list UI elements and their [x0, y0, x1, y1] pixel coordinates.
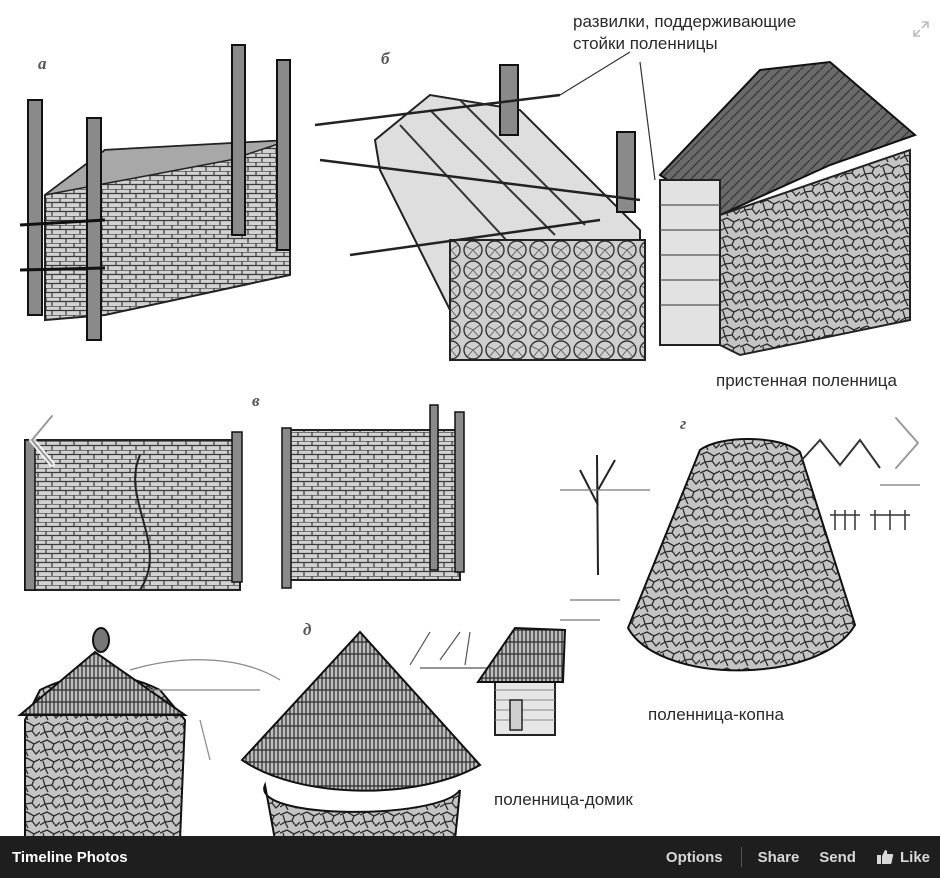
label-wall-woodpile: пристенная поленница [716, 371, 897, 390]
woodpile-a [19, 44, 291, 341]
album-title[interactable]: Timeline Photos [12, 848, 128, 866]
like-button[interactable]: Like [876, 849, 930, 866]
small-house [476, 626, 567, 736]
woodpile-b [314, 51, 656, 362]
woodpile-wall [658, 60, 917, 357]
label-forks-line2: стойки поленницы [573, 34, 718, 53]
figure-letter-b: б [381, 49, 390, 68]
like-label: Like [899, 848, 930, 866]
next-arrow-icon[interactable] [890, 412, 924, 474]
bar-divider [740, 847, 742, 867]
share-button[interactable]: Share [757, 848, 800, 866]
prev-arrow-icon[interactable] [26, 410, 58, 470]
figure-letter-g: г [680, 414, 687, 433]
figure-letter-v: в [252, 391, 260, 410]
figure-letter-d: д [303, 620, 312, 639]
label-stack-woodpile: поленница-копна [648, 705, 784, 724]
like-thumb-icon [876, 850, 894, 864]
label-forks-line1: развилки, поддерживающие [573, 12, 797, 31]
photo-action-bar: Timeline Photos Options Share Send Like [0, 836, 940, 878]
figure-letter-a: а [38, 54, 47, 73]
expand-icon[interactable] [912, 20, 930, 38]
label-house-woodpile: поленница-домик [494, 790, 633, 809]
woodpile-g [560, 438, 920, 672]
options-button[interactable]: Options [665, 848, 723, 866]
send-button[interactable]: Send [819, 848, 856, 866]
woodpile-d-middle [240, 630, 490, 841]
woodpile-v [24, 404, 465, 591]
woodpile-d-left [17, 627, 281, 841]
